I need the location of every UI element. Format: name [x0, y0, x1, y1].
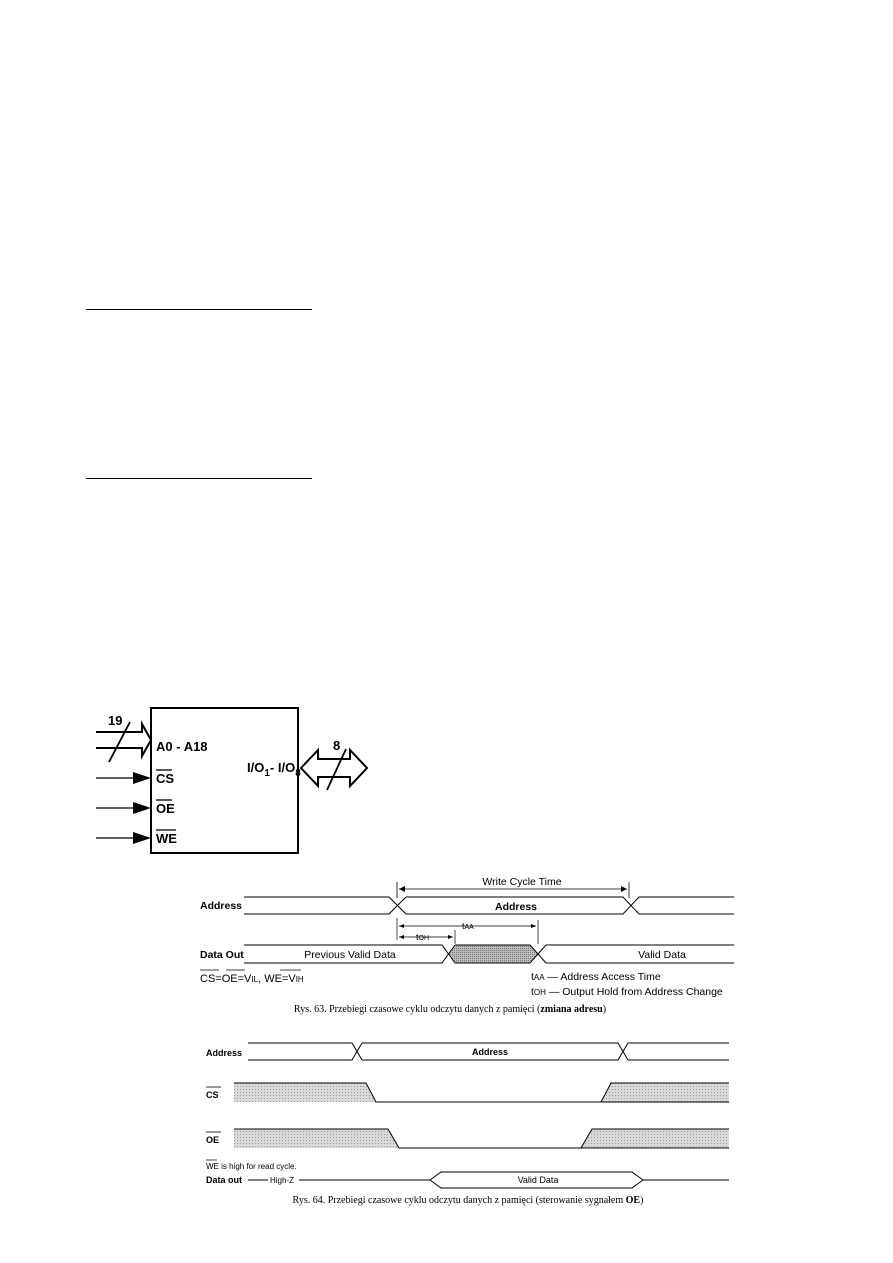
fig64-address-label: Address	[206, 1048, 242, 1058]
toh-label: tOH	[416, 932, 429, 942]
fig64-high-z-label: High-Z	[270, 1176, 294, 1185]
fig64-oe-high-left	[234, 1129, 399, 1148]
taa-label: tAA	[462, 921, 474, 931]
fig64-cs-label: CS	[206, 1090, 219, 1100]
previous-valid-data-label: Previous Valid Data	[304, 949, 396, 961]
fig64-oe-high-right	[581, 1129, 729, 1148]
write-cycle-time-label: Write Cycle Time	[482, 876, 561, 888]
horizontal-rule-1	[86, 309, 312, 310]
fig63-address-label: Address	[200, 900, 242, 912]
fig63-address-waveform	[244, 896, 734, 915]
data-bus-width: 8	[333, 738, 340, 753]
we-input-arrow	[96, 832, 151, 844]
fig64-valid-data-waveform	[429, 1171, 729, 1189]
fig63-valid-data-label: Valid Data	[638, 949, 686, 961]
fig64-caption: Rys. 64. Przebiegi czasowe cyklu odczytu…	[293, 1195, 644, 1206]
io-pins-label: I/O1- I/O8	[247, 760, 301, 779]
fig64-valid-data-label: Valid Data	[518, 1175, 559, 1185]
fig64-oe-label: OE	[206, 1135, 219, 1145]
timing-diagram-fig64: Address Address CS OE WE is high for rea…	[206, 1042, 729, 1206]
cs-pin-label: CS	[156, 771, 174, 786]
cs-input-arrow	[96, 772, 151, 784]
fig64-we-note: WE is high for read cycle.	[206, 1162, 297, 1171]
fig64-data-out-label: Data out	[206, 1175, 242, 1185]
chip-body	[150, 707, 299, 854]
fig64-address-value: Address	[472, 1047, 508, 1057]
fig64-cs-waveform	[234, 1082, 729, 1103]
oe-pin-label: OE	[156, 801, 175, 816]
fig64-cs-high-left	[234, 1083, 376, 1102]
fig64-oe-waveform	[234, 1128, 729, 1149]
fig63-address-value: Address	[495, 901, 537, 913]
oe-input-arrow	[96, 802, 151, 814]
fig63-data-out-label: Data Out	[200, 949, 244, 961]
timing-diagram-fig63: Write Cycle Time Address Address tAA tOH…	[200, 876, 734, 1015]
address-bus-width: 19	[108, 713, 122, 728]
address-bus-arrow	[96, 720, 153, 763]
fig64-cs-high-right	[601, 1083, 729, 1102]
fig63-condition: CS=OE=VIL, WE=VIH	[200, 973, 304, 985]
fig63-legend-taa: tAA — Address Access Time	[531, 971, 661, 983]
fig63-data-waveform	[244, 944, 734, 964]
we-pin-label: WE	[156, 831, 177, 846]
fig63-caption: Rys. 63. Przebiegi czasowe cyklu odczytu…	[294, 1004, 606, 1015]
data-bus-arrow	[299, 747, 369, 791]
fig63-data-invalid-region	[448, 945, 538, 963]
horizontal-rule-2	[86, 478, 312, 479]
memory-chip-diagram: 19 A0 - A18 CS OE WE I/O1- I/O8 8	[96, 707, 369, 854]
fig64-address-waveform	[248, 1042, 729, 1061]
address-pins-label: A0 - A18	[156, 739, 208, 754]
fig63-legend-toh: tOH — Output Hold from Address Change	[531, 986, 723, 998]
